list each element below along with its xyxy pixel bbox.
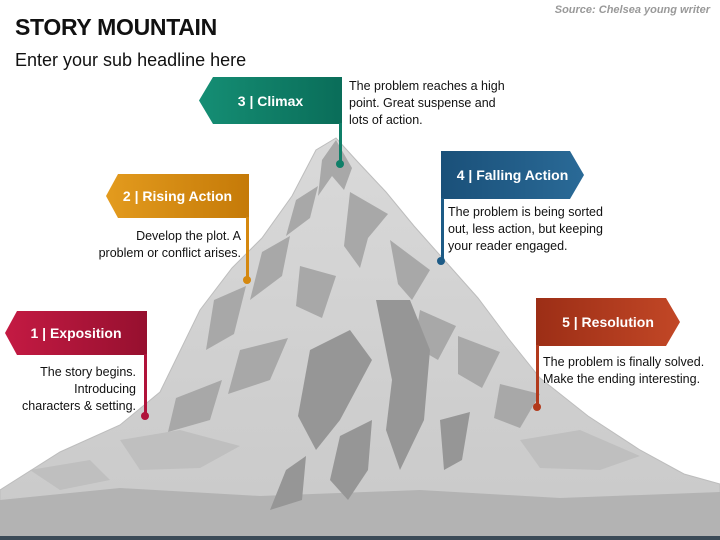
stage-4-pole — [441, 198, 444, 260]
stage-4-label: 4 | Falling Action — [456, 167, 569, 183]
stage-3-flag: 3 | Climax — [199, 77, 342, 124]
stage-1-flag: 1 | Exposition — [5, 311, 147, 355]
stage-5-marker — [533, 403, 541, 411]
stage-5-pole — [536, 345, 539, 405]
stage-5-description: The problem is finally solved. Make the … — [543, 355, 705, 386]
page-subtitle: Enter your sub headline here — [15, 50, 247, 70]
bottom-bar — [0, 536, 720, 540]
stage-1-pole — [144, 354, 147, 414]
stage-2-flag: 2 | Rising Action — [106, 174, 249, 218]
page-title: STORY MOUNTAIN — [15, 14, 217, 40]
stage-2-marker — [243, 276, 251, 284]
stage-4-description: The problem is being sorted out, less ac… — [448, 205, 603, 253]
stage-2-description: Develop the plot. A problem or conflict … — [98, 229, 241, 260]
stage-1-description: The story begins. Introducing characters… — [22, 365, 136, 413]
stage-3-label: 3 | Climax — [237, 92, 304, 109]
stage-2-pole — [246, 217, 249, 277]
stage-5-label: 5 | Resolution — [562, 314, 654, 330]
stage-4-marker — [437, 257, 445, 265]
stage-4-flag: 4 | Falling Action — [441, 151, 584, 199]
stage-1-marker — [141, 412, 149, 420]
source-note: Source: Chelsea young writer — [554, 4, 710, 16]
stage-3-description: The problem reaches a high point. Great … — [349, 79, 505, 127]
stage-3-marker — [336, 160, 344, 168]
stage-5-flag: 5 | Resolution — [536, 298, 680, 346]
stage-3-pole — [339, 123, 342, 163]
stage-2-label: 2 | Rising Action — [122, 188, 233, 204]
stage-1-label: 1 | Exposition — [30, 325, 122, 341]
